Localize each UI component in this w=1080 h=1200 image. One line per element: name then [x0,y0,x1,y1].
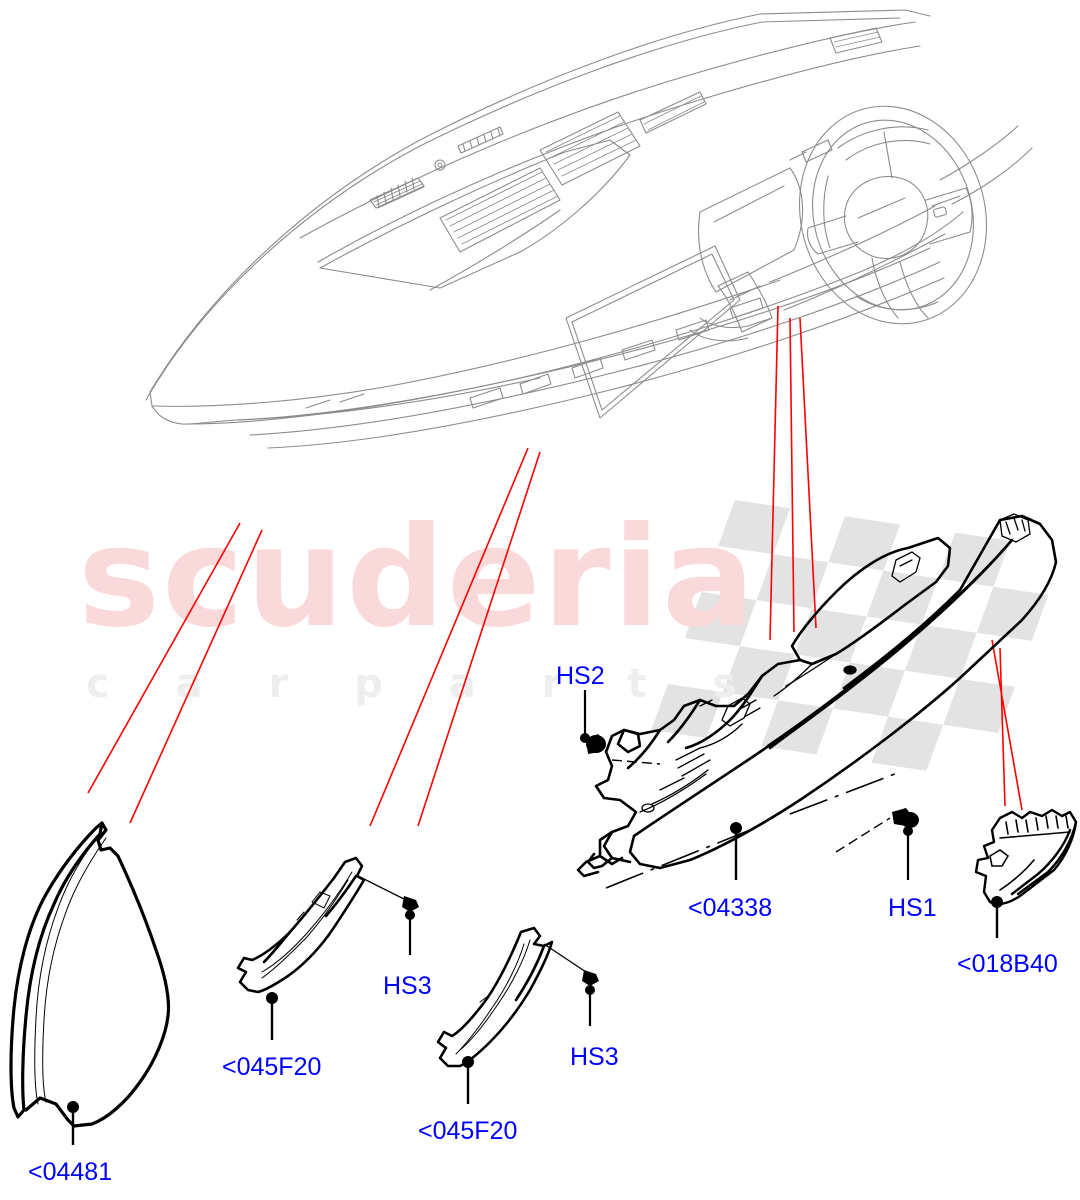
trim-strip-left-inner [261,871,353,979]
watermark-scuderia: scuderia [78,497,757,658]
instrument-panel-assembly [145,9,1033,449]
part-side-trim-panel [9,821,171,1128]
callout-label-hs3-right: HS3 [570,1043,619,1071]
callout-label-018B40: <018B40 [957,950,1058,978]
part-glove-box-latch [974,808,1078,906]
callout-label-hs2: HS2 [556,662,605,690]
callout-label-hs1: HS1 [888,894,937,922]
part-trim-strip-left [236,856,366,994]
trim-strip-right-inner [455,939,531,1055]
callout-label-045F20-right: <045F20 [418,1117,518,1145]
part-glove-box-assembly [576,514,1058,878]
screw-hs3-left [357,875,419,955]
glove-box-inner-detail [639,513,1031,813]
watermark-carparts: c a r p a r t s [86,661,762,707]
side-trim-panel-inner-lines [34,833,107,1105]
callout-label-045F20-left: <045F20 [222,1053,322,1081]
part-trim-strip-right [436,926,554,1068]
callout-label-04338: <04338 [688,894,773,922]
callout-label-04481: <04481 [28,1158,113,1186]
leader-lines-red [87,305,1023,827]
screw-hs2 [580,690,661,765]
screw-hs3-right [543,943,599,1026]
glove-box-centerline [605,771,901,889]
callout-label-hs3-left: HS3 [383,972,432,1000]
screw-hs1 [835,808,919,880]
latch-inner-detail [989,815,1071,891]
